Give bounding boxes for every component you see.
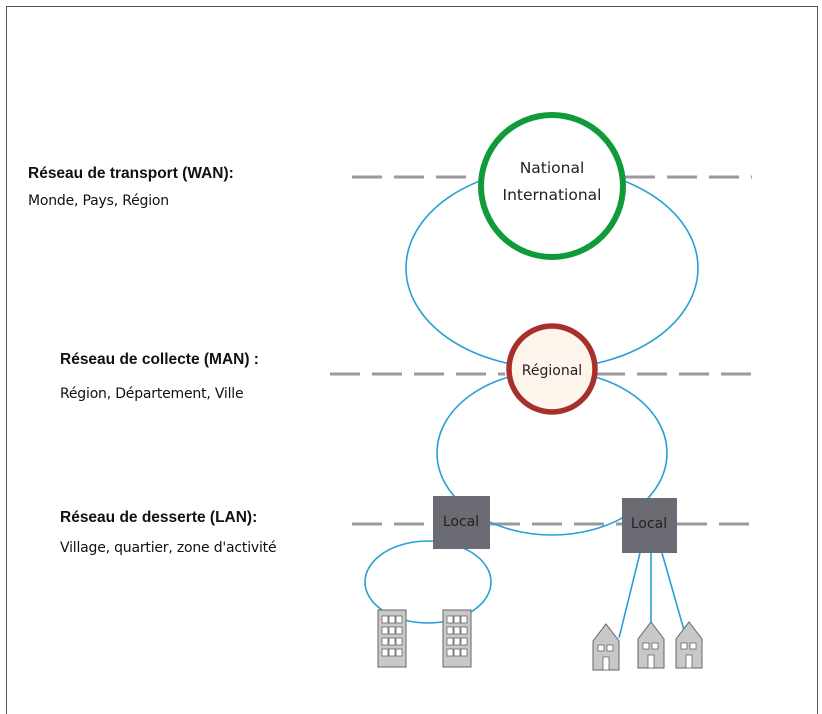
international-label: International <box>503 186 602 204</box>
national-node: National International <box>478 112 626 260</box>
local-node-left: Local <box>433 496 490 549</box>
national-label: National <box>520 159 585 177</box>
local-right-label: Local <box>631 516 667 532</box>
house-link-1 <box>618 552 641 639</box>
lan-tier-title: Réseau de desserte (LAN): <box>60 509 258 526</box>
regional-label: Régional <box>522 363 582 379</box>
wan-tier-scope: Monde, Pays, Région <box>28 193 169 209</box>
network-links <box>364 167 699 639</box>
wan-tier-title: Réseau de transport (WAN): <box>28 165 234 182</box>
local-left-label: Local <box>443 514 479 530</box>
man-tier-title: Réseau de collecte (MAN) : <box>60 351 259 368</box>
local-node-right: Local <box>622 498 677 553</box>
local-office-loop <box>364 540 492 624</box>
house-icon <box>637 621 665 669</box>
office-building-icon <box>377 609 407 668</box>
lan-tier-scope: Village, quartier, zone d'activité <box>60 540 277 556</box>
diagram-frame <box>6 6 818 714</box>
house-icon <box>675 621 703 669</box>
house-icon <box>592 623 620 671</box>
regional-node: Régional <box>506 323 598 415</box>
office-building-icon <box>442 609 472 668</box>
house-link-3 <box>661 552 685 631</box>
man-tier-scope: Région, Département, Ville <box>60 386 244 402</box>
